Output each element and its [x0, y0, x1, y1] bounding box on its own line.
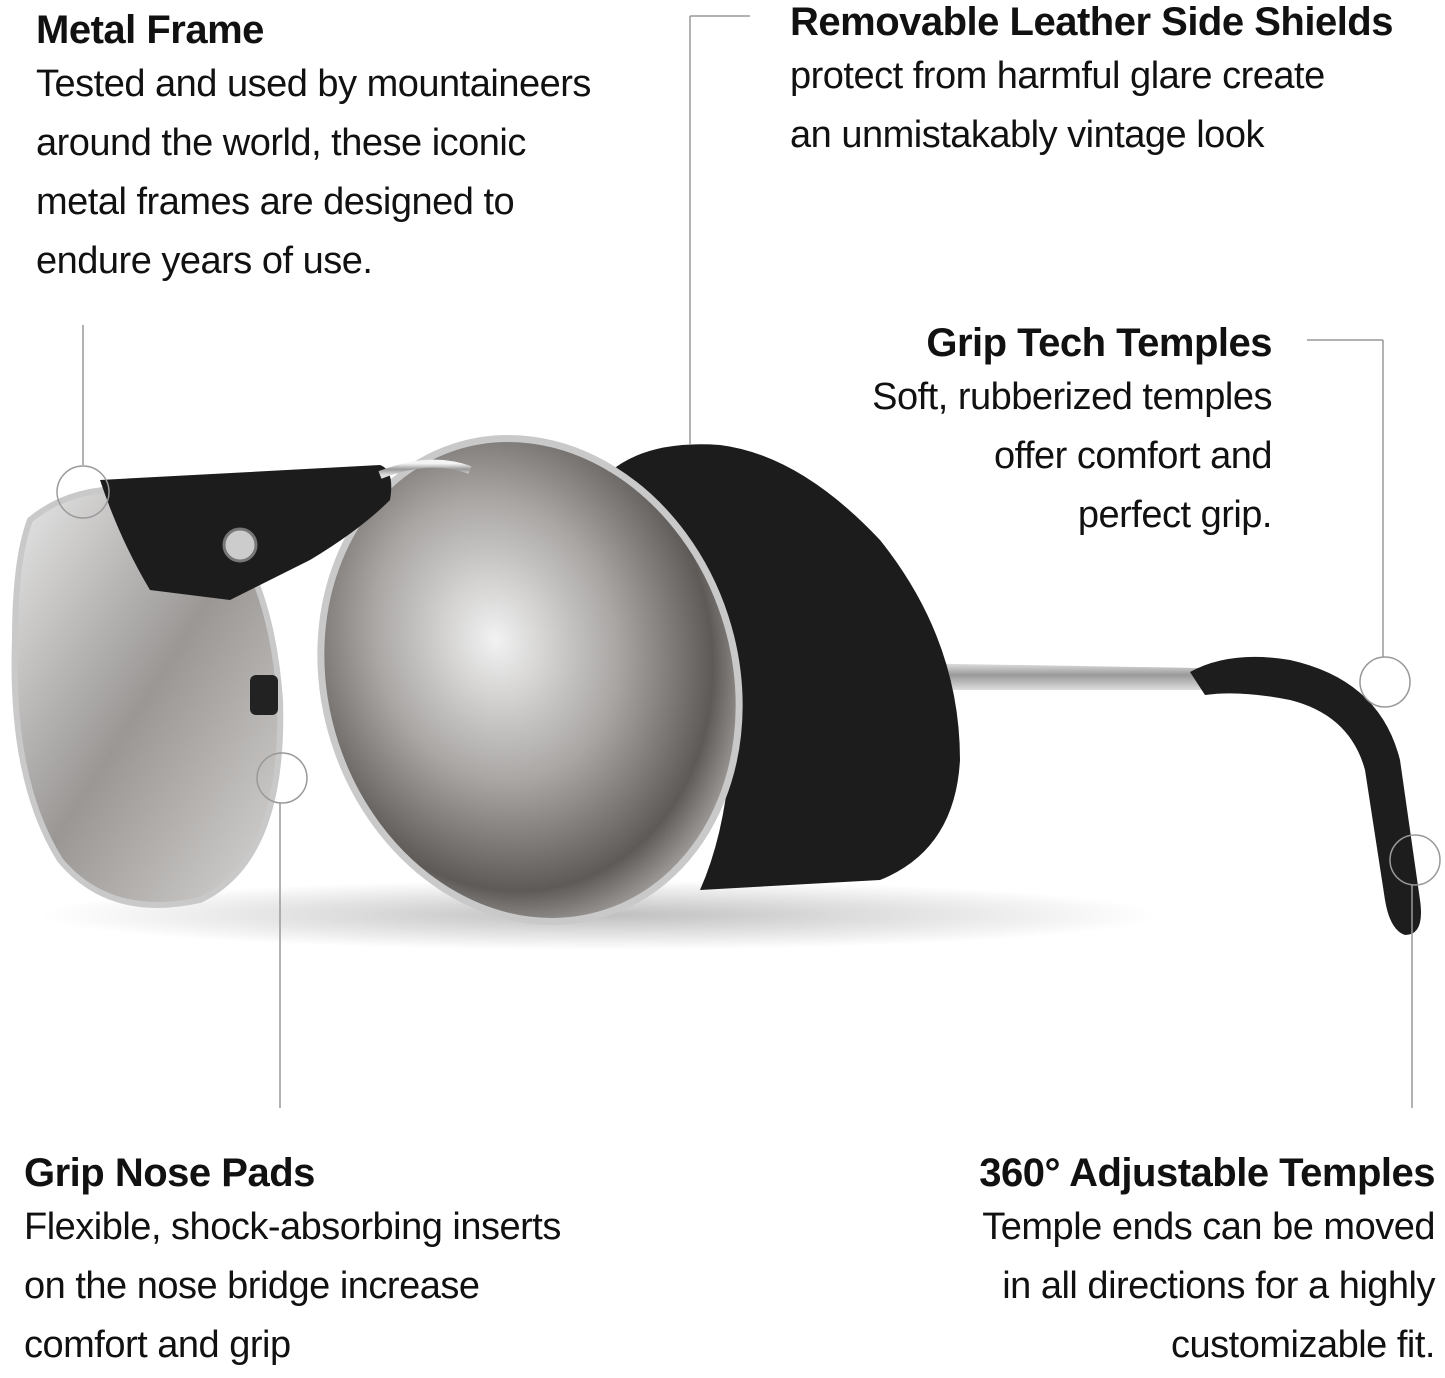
- line: metal frames are designed to: [36, 181, 515, 223]
- feature-title: Grip Nose Pads: [24, 1151, 315, 1195]
- line: perfect grip.: [1077, 494, 1273, 536]
- line: offer comfort and: [993, 435, 1273, 477]
- rivet: [222, 527, 258, 563]
- line: around the world, these iconic: [36, 122, 526, 164]
- line: in all directions for a highly: [1002, 1265, 1435, 1307]
- feature-grip-tech-temples: Grip Tech Temples Soft, rubberized templ…: [872, 318, 1272, 545]
- feature-side-shields: Removable Leather Side Shields protect f…: [790, 0, 1394, 165]
- line: protect from harmful glare create: [790, 55, 1325, 97]
- feature-description: protect from harmful glare create an unm…: [790, 47, 1393, 165]
- feature-description: Tested and used by mountaineers around t…: [36, 55, 591, 291]
- feature-title: Removable Leather Side Shields: [790, 0, 1394, 44]
- line: Temple ends can be moved: [982, 1206, 1435, 1248]
- bridge: [378, 459, 472, 479]
- line: an unmistakably vintage look: [790, 114, 1264, 156]
- line: endure years of use.: [36, 240, 373, 282]
- feature-description: Soft, rubberized temples offer comfort a…: [872, 368, 1272, 545]
- right-lens: [317, 435, 743, 925]
- feature-description: Flexible, shock-absorbing inserts on the…: [24, 1198, 561, 1375]
- feature-title: Metal Frame: [36, 8, 264, 52]
- feature-adjustable-temples: 360° Adjustable Temples Temple ends can …: [979, 1148, 1435, 1375]
- line: on the nose bridge increase: [24, 1265, 480, 1307]
- line: Flexible, shock-absorbing inserts: [24, 1206, 561, 1248]
- line: customizable fit.: [1171, 1324, 1435, 1366]
- feature-grip-nose-pads: Grip Nose Pads Flexible, shock-absorbing…: [24, 1148, 561, 1375]
- feature-metal-frame: Metal Frame Tested and used by mountaine…: [36, 5, 591, 291]
- line: Soft, rubberized temples: [872, 376, 1272, 418]
- line: Tested and used by mountaineers: [36, 63, 591, 105]
- feature-title: 360° Adjustable Temples: [979, 1151, 1435, 1195]
- feature-title: Grip Tech Temples: [926, 321, 1272, 365]
- callout-lines: [56, 15, 1441, 1108]
- nose-pad: [250, 675, 278, 715]
- feature-description: Temple ends can be moved in all directio…: [979, 1198, 1435, 1375]
- right-side-shield: [612, 444, 960, 890]
- line: comfort and grip: [24, 1324, 291, 1366]
